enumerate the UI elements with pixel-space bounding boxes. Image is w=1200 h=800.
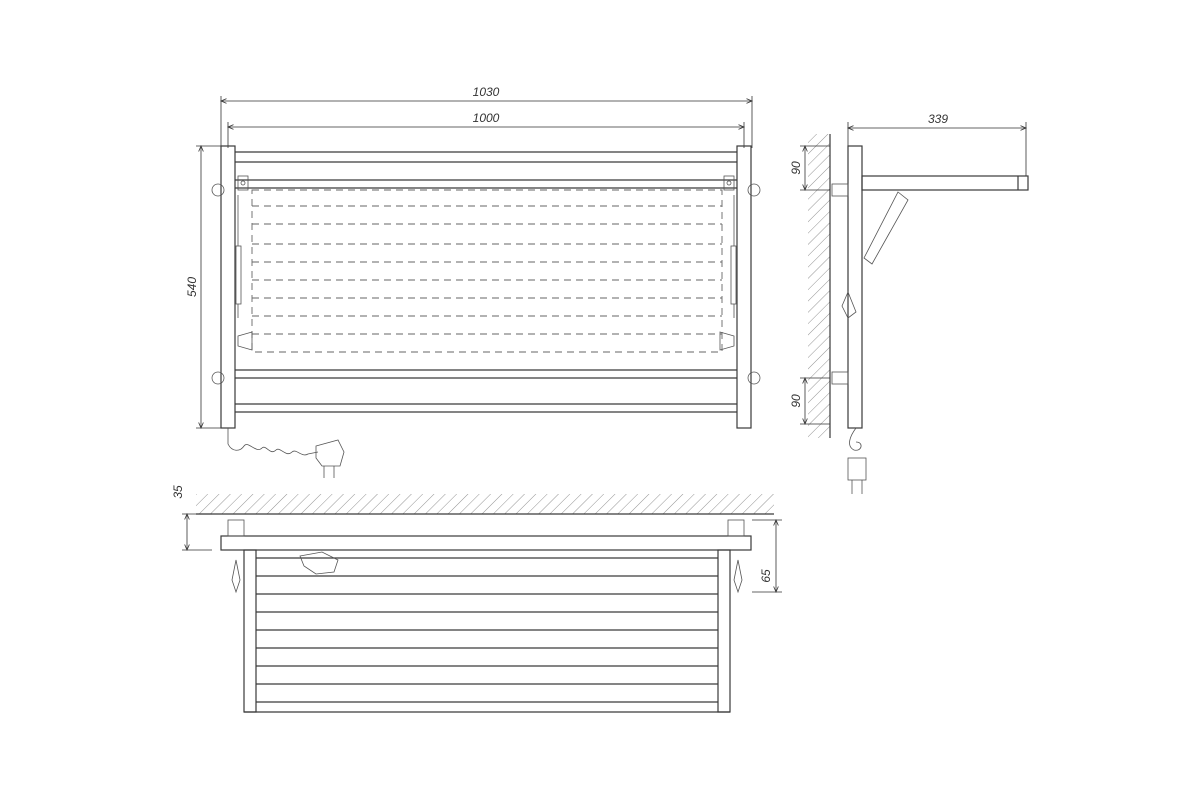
dim-label-35: 35 xyxy=(171,485,185,499)
front-view: 1030 1000 540 xyxy=(185,85,761,478)
top-cable-plug xyxy=(299,551,339,575)
top-view: 35 65 xyxy=(171,485,782,713)
dim-height: 540 xyxy=(185,146,222,428)
open-shelf xyxy=(861,175,1029,191)
dim-label-90-top: 90 xyxy=(789,161,803,175)
side-post xyxy=(847,145,863,429)
left-post xyxy=(220,145,236,429)
dim-top-depth: 65 xyxy=(752,520,782,592)
side-gas-spring xyxy=(863,191,909,265)
dim-label-540: 540 xyxy=(185,277,199,297)
side-view: 339 90 90 xyxy=(789,112,1029,494)
dim-label-1000: 1000 xyxy=(473,111,500,125)
dim-label-90-bottom: 90 xyxy=(789,394,803,408)
right-post xyxy=(736,145,752,429)
right-gas-spring xyxy=(719,175,737,351)
left-gas-spring xyxy=(235,175,253,351)
power-cable-with-plug xyxy=(227,428,345,478)
dim-label-1030: 1030 xyxy=(473,85,500,99)
dim-overall-width: 1030 xyxy=(221,85,752,148)
top-left-frame xyxy=(243,549,257,713)
dim-side-depth: 339 xyxy=(848,112,1026,176)
top-right-frame xyxy=(717,549,731,713)
dim-rail-width: 1000 xyxy=(228,111,744,148)
top-rail xyxy=(220,535,752,551)
folding-shelf-dashed xyxy=(251,189,723,353)
dim-side-top-offset: 90 xyxy=(789,146,830,190)
dim-side-bottom-offset: 90 xyxy=(789,378,830,424)
dim-label-65: 65 xyxy=(759,569,773,583)
dim-top-wall-gap: 35 xyxy=(171,485,212,550)
dim-label-339: 339 xyxy=(928,112,948,126)
